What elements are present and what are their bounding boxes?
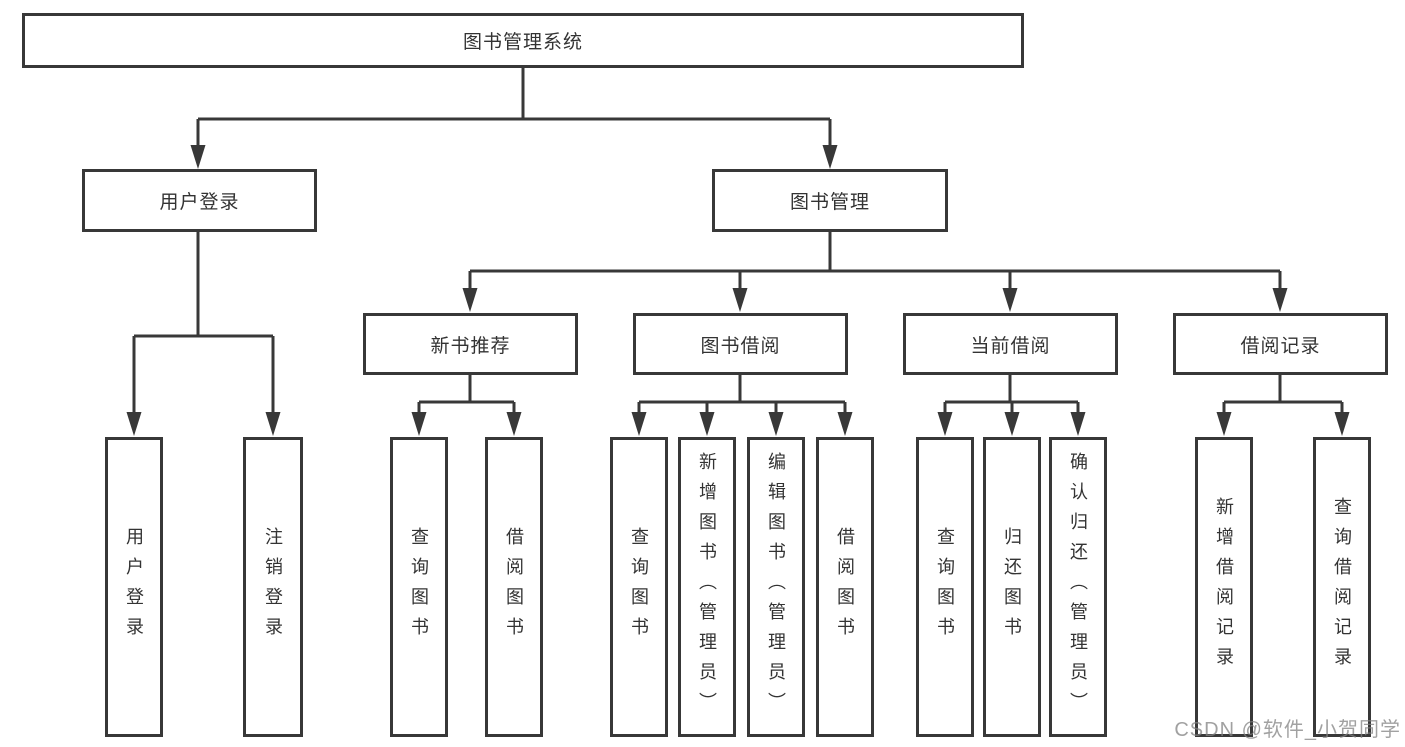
node-borrowing-records: 借阅记录 bbox=[1173, 313, 1388, 375]
leaf-current-query-books-label: 查询图书 bbox=[935, 527, 955, 647]
leaf-borrowing-borrow-books-label: 借阅图书 bbox=[835, 527, 855, 647]
leaf-borrowing-edit-book-admin: 编辑图书（管理员） bbox=[747, 437, 805, 737]
leaf-user-login-label: 用户登录 bbox=[124, 527, 144, 647]
node-new-book-recommendation: 新书推荐 bbox=[363, 313, 578, 375]
leaf-borrowing-borrow-books: 借阅图书 bbox=[816, 437, 874, 737]
leaf-logout: 注销登录 bbox=[243, 437, 303, 737]
leaf-recommend-query-books: 查询图书 bbox=[390, 437, 448, 737]
leaf-current-confirm-return-admin-label: 确认归还（管理员） bbox=[1068, 452, 1088, 722]
node-library-management-system: 图书管理系统 bbox=[22, 13, 1024, 68]
leaf-records-add-borrow-record-label: 新增借阅记录 bbox=[1214, 497, 1234, 677]
leaf-records-query-borrow-record-label: 查询借阅记录 bbox=[1332, 497, 1352, 677]
leaf-borrowing-query-books: 查询图书 bbox=[610, 437, 668, 737]
leaf-current-return-books: 归还图书 bbox=[983, 437, 1041, 737]
node-book-borrowing: 图书借阅 bbox=[633, 313, 848, 375]
node-current-borrowing: 当前借阅 bbox=[903, 313, 1118, 375]
leaf-borrowing-edit-book-admin-label: 编辑图书（管理员） bbox=[766, 452, 786, 722]
leaf-recommend-borrow-books-label: 借阅图书 bbox=[504, 527, 524, 647]
leaf-logout-label: 注销登录 bbox=[263, 527, 283, 647]
csdn-watermark: CSDN @软件_小贺同学 bbox=[1174, 719, 1401, 741]
leaf-recommend-query-books-label: 查询图书 bbox=[409, 527, 429, 647]
leaf-records-add-borrow-record: 新增借阅记录 bbox=[1195, 437, 1253, 737]
node-user-login: 用户登录 bbox=[82, 169, 317, 232]
leaf-borrowing-add-book-admin-label: 新增图书（管理员） bbox=[697, 452, 717, 722]
leaf-current-return-books-label: 归还图书 bbox=[1002, 527, 1022, 647]
leaf-current-query-books: 查询图书 bbox=[916, 437, 974, 737]
leaf-borrowing-add-book-admin: 新增图书（管理员） bbox=[678, 437, 736, 737]
leaf-recommend-borrow-books: 借阅图书 bbox=[485, 437, 543, 737]
leaf-records-query-borrow-record: 查询借阅记录 bbox=[1313, 437, 1371, 737]
leaf-borrowing-query-books-label: 查询图书 bbox=[629, 527, 649, 647]
leaf-current-confirm-return-admin: 确认归还（管理员） bbox=[1049, 437, 1107, 737]
leaf-user-login: 用户登录 bbox=[105, 437, 163, 737]
node-book-management: 图书管理 bbox=[712, 169, 948, 232]
